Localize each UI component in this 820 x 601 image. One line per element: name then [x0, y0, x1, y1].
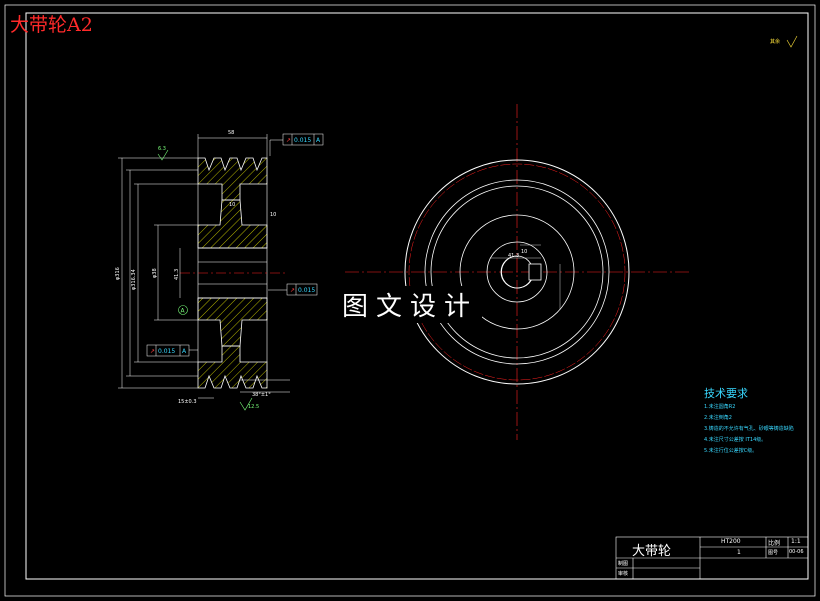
part-name: 大带轮	[632, 544, 672, 559]
datum-label: A	[181, 308, 186, 315]
datum-marker: A	[178, 305, 188, 315]
runout-top-ref: A	[316, 137, 321, 144]
material: HT200	[721, 538, 741, 545]
watermark: 图文设计	[338, 286, 483, 323]
bore-dim-label: φ38	[152, 268, 158, 278]
key-height-front-label: 41.3	[508, 253, 519, 259]
tech-requirements: 技术要求 1.未注圆角R2 2.未注倒角2 3.铸造的不允许有气孔、砂眼等铸造缺…	[704, 388, 794, 457]
key-width-label: 10	[229, 202, 235, 208]
roughness-note: 其余	[770, 39, 781, 45]
svg-text:↗: ↗	[290, 287, 295, 294]
front-view: 10 41.3	[345, 104, 690, 440]
lower-rim-section	[197, 345, 268, 389]
tech-item: 2.未注倒角2	[704, 415, 732, 421]
runout-mid-value: 0.015	[298, 287, 315, 294]
inner-frame	[25, 12, 809, 580]
groove-pitch-label: 15±0.3	[178, 399, 197, 405]
key-height-label: 41.3	[174, 269, 180, 280]
section-dimension-labels: 58 φ316 φ316.34 φ38 41.3 10 10 38°±1° 15…	[115, 130, 276, 405]
scale-label: 比例	[768, 540, 781, 547]
runout-frame-mid: ↗ 0.015	[268, 283, 318, 296]
tech-item: 4.未注尺寸公差按 IT14级。	[704, 437, 767, 443]
roughness-top-icon: 6.3	[157, 146, 169, 161]
chamfer-label: 38°±1°	[252, 392, 271, 398]
runout-left-ref: A	[182, 348, 187, 355]
runout-left-value: 0.015	[158, 348, 175, 355]
section-dimensions	[118, 134, 290, 399]
pitch-dia-label: φ316.34	[131, 269, 137, 290]
tech-item: 3.铸造的不允许有气孔、砂眼等铸造缺陷	[704, 426, 794, 432]
overall-width-label: 58	[228, 130, 234, 136]
upper-rim-section	[197, 157, 268, 201]
runout-top-value: 0.015	[294, 137, 311, 144]
title-block	[615, 536, 809, 580]
svg-text:↗: ↗	[150, 348, 155, 355]
roughness-symbol-icon	[786, 35, 798, 48]
tech-item: 5.未注行位公差按C级。	[704, 448, 758, 454]
rough-bottom-label: 12.5	[248, 404, 259, 410]
outer-frame	[4, 4, 816, 597]
drawing-no-label: 图号	[768, 550, 779, 556]
drawing-label: 大带轮A2	[10, 14, 93, 36]
rough-top-label: 6.3	[158, 146, 166, 152]
roughness-bottom-icon: 12.5	[239, 397, 259, 411]
runout-frame-left: ↗ 0.015 A	[146, 344, 198, 357]
groove-depth-label: 10	[270, 212, 276, 218]
drawn-by: 制图	[618, 561, 629, 567]
outer-dia-label: φ316	[115, 267, 121, 280]
checked-by: 审核	[618, 571, 629, 577]
lower-web-section	[197, 297, 268, 347]
section-view	[180, 157, 285, 389]
svg-text:↗: ↗	[286, 137, 291, 144]
scale: 1:1	[791, 538, 801, 545]
runout-frame-top: ↗ 0.015 A	[269, 133, 324, 156]
quantity: 1	[737, 549, 741, 556]
tech-item: 1.未注圆角R2	[704, 404, 736, 410]
key-width-front-label: 10	[521, 249, 527, 255]
tech-title: 技术要求	[704, 387, 748, 400]
drawing-no: 00-06	[789, 549, 804, 555]
